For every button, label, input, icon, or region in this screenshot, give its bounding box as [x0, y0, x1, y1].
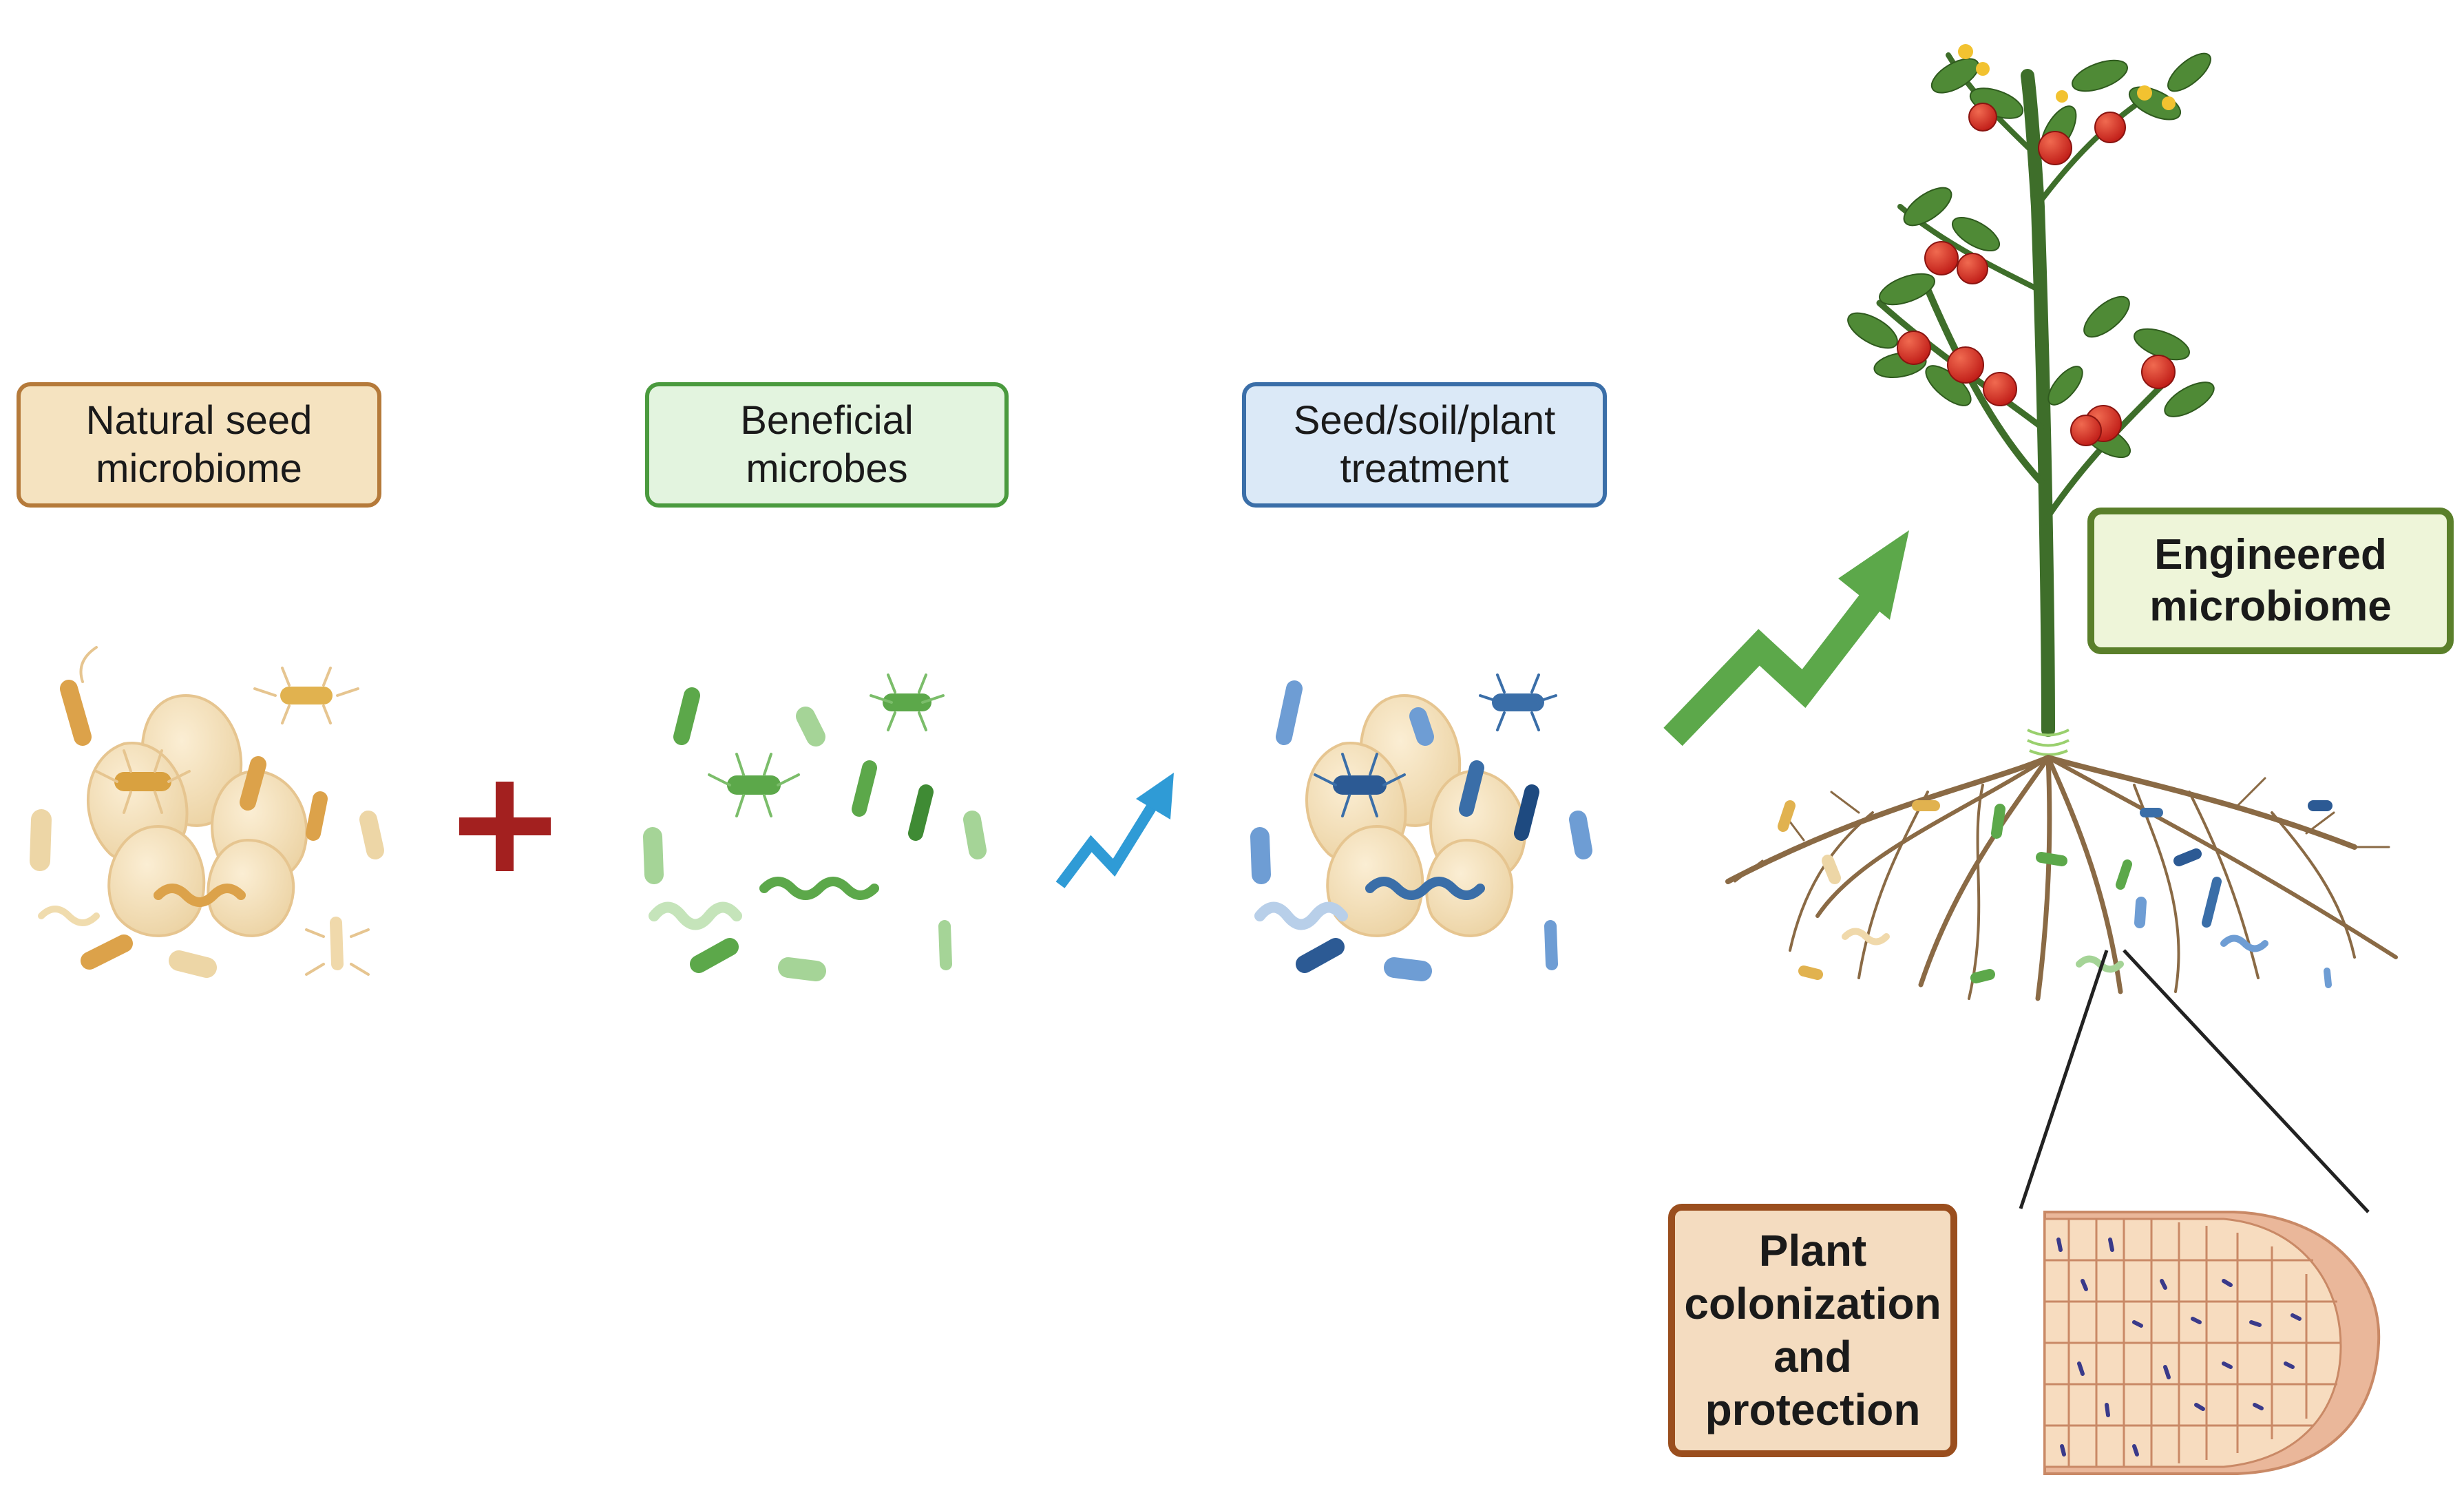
- natural-seed-label-line-2: microbiome: [96, 446, 302, 491]
- plant-flowers: [1958, 44, 2176, 110]
- callout-lines: [2019, 949, 2370, 1213]
- colonization-label-line-1: Plant: [1758, 1226, 1867, 1276]
- root-microbes: [1778, 800, 2333, 988]
- engineered-label-line-1: Engineered: [2154, 531, 2387, 579]
- endophyte-bacteria: [2056, 1238, 2302, 1457]
- natural-seed-label-line-1: Natural seed: [85, 398, 313, 443]
- small-treatment-arrow: [1055, 773, 1174, 888]
- root-tip-cross-section: [2043, 1211, 2381, 1475]
- big-growth-arrow: [1663, 530, 1909, 746]
- treatment-label: Seed/soil/plant treatment: [1242, 382, 1607, 508]
- colonization-label-line-3: and: [1773, 1332, 1852, 1381]
- natural-seed-microbiome-label: Natural seed microbiome: [17, 382, 381, 508]
- treatment-label-line-1: Seed/soil/plant: [1293, 398, 1556, 443]
- colonization-label-line-2: colonization: [1684, 1279, 1941, 1329]
- beneficial-label-line-2: microbes: [746, 446, 908, 491]
- natural-bacteria: [30, 646, 384, 978]
- beneficial-label-line-1: Beneficial: [740, 398, 914, 443]
- plus-sign: [459, 782, 551, 871]
- plant-colonization-label: Plant colonization and protection: [1668, 1204, 1957, 1457]
- root-cells: [2045, 1219, 2341, 1467]
- engineered-label-line-2: microbiome: [2149, 582, 2392, 630]
- tomatoes: [1897, 103, 2176, 446]
- treatment-label-line-2: treatment: [1340, 446, 1509, 491]
- colonization-label-line-4: protection: [1705, 1384, 1921, 1434]
- natural-seed-microbiome-illustration: [30, 646, 384, 978]
- root-collar: [2027, 729, 2070, 756]
- seed-cluster: [87, 693, 308, 937]
- beneficial-microbes-illustration: [643, 674, 987, 981]
- engineered-microbiome-label: Engineered microbiome: [2087, 508, 2454, 654]
- treated-seed-illustration: [1250, 674, 1592, 981]
- tomato-plant: [1725, 44, 2398, 1001]
- beneficial-microbes-label: Beneficial microbes: [645, 382, 1009, 508]
